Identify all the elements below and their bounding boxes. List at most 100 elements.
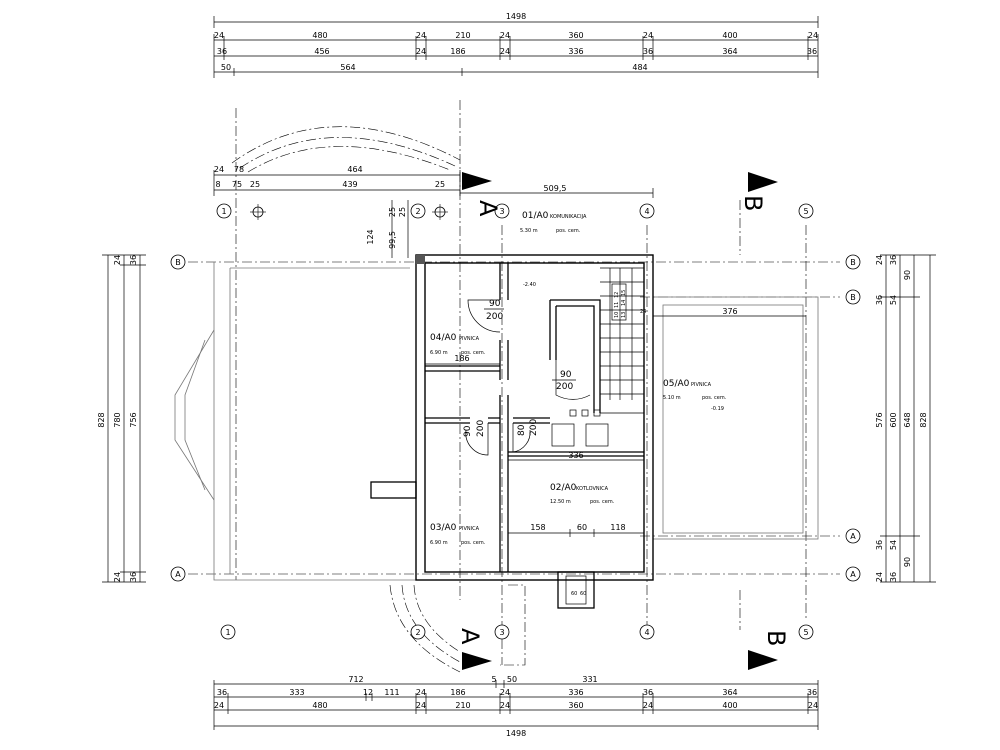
level-marker-2: -0.19 <box>711 406 724 412</box>
svg-text:PIVNICA: PIVNICA <box>691 382 712 388</box>
top-dimension-chains <box>213 16 819 78</box>
svg-text:5: 5 <box>491 675 496 684</box>
svg-text:36: 36 <box>875 295 884 305</box>
svg-text:712: 712 <box>348 675 363 684</box>
svg-text:36: 36 <box>129 572 138 582</box>
dim-336-inner: 336 <box>568 451 583 460</box>
stair-step-labels: 10 11 12 13 14 15 <box>614 290 627 318</box>
svg-text:A: A <box>850 532 856 541</box>
svg-text:25: 25 <box>388 207 397 217</box>
room-03-label: 03/A0 PIVNICA 6.90 m pos. cem. <box>430 523 486 546</box>
boiler-units <box>551 409 609 447</box>
dim-segment-row: 158 60 118 <box>530 523 625 532</box>
svg-text:04/A0: 04/A0 <box>430 333 457 343</box>
svg-text:24: 24 <box>214 701 224 710</box>
room-02-label: 02/A0 KOTLOVNICA 12.50 m pos. cem. <box>550 483 615 505</box>
svg-text:12.50 m: 12.50 m <box>550 499 571 505</box>
svg-text:24: 24 <box>643 701 653 710</box>
svg-text:90: 90 <box>903 270 912 280</box>
svg-text:200: 200 <box>556 382 573 392</box>
room-04-label: 04/A0 PIVNICA 6.90 m pos. cem. <box>430 333 486 356</box>
svg-text:336: 336 <box>568 47 583 56</box>
left-dimension-chains <box>102 254 146 583</box>
svg-text:360: 360 <box>568 31 583 40</box>
svg-text:13: 13 <box>621 312 627 318</box>
svg-text:210: 210 <box>455 701 470 710</box>
dim-overall-bottom: 1498 <box>506 729 526 738</box>
svg-text:A: A <box>175 570 181 579</box>
svg-text:24: 24 <box>875 572 884 582</box>
svg-text:90: 90 <box>489 299 501 309</box>
svg-text:24: 24 <box>113 255 122 265</box>
svg-text:24: 24 <box>500 688 510 697</box>
svg-text:1: 1 <box>221 207 226 216</box>
axis-bubbles-top: 1 2 3 4 5 <box>216 203 814 219</box>
dim-186-inner: 186 <box>454 354 469 363</box>
svg-text:3: 3 <box>499 207 504 216</box>
svg-text:5.10 m: 5.10 m <box>663 395 681 401</box>
dim-left-values: 828 780 756 24 36 24 36 <box>97 255 138 582</box>
svg-text:4: 4 <box>644 207 649 216</box>
dim-bottom-row2: 36 333 12 111 24 186 24 336 36 364 36 <box>217 688 817 697</box>
svg-text:24: 24 <box>214 31 224 40</box>
svg-text:B: B <box>762 630 790 646</box>
svg-text:24: 24 <box>500 701 510 710</box>
svg-text:54: 54 <box>889 540 898 550</box>
svg-text:6.90 m: 6.90 m <box>430 540 448 546</box>
svg-text:480: 480 <box>312 701 327 710</box>
window-dim-60b: 60 <box>580 591 586 597</box>
svg-text:4: 4 <box>644 628 649 637</box>
svg-text:14: 14 <box>621 300 627 306</box>
dim-376-terrace: 376 <box>722 307 737 316</box>
svg-text:11: 11 <box>614 302 620 308</box>
dim-top-row2: 36 456 24 186 24 336 36 364 36 <box>217 47 817 56</box>
svg-text:6.90 m: 6.90 m <box>430 350 448 356</box>
svg-text:186: 186 <box>450 47 465 56</box>
staircase <box>600 267 645 414</box>
svg-text:24: 24 <box>643 31 653 40</box>
svg-text:50: 50 <box>221 63 231 72</box>
svg-text:2: 2 <box>415 628 420 637</box>
right-dimension-chains <box>880 254 936 583</box>
building-walls <box>370 254 654 609</box>
svg-text:B: B <box>739 195 767 211</box>
section-marker-b-bottom: B <box>748 630 790 670</box>
svg-text:12: 12 <box>363 688 373 697</box>
svg-text:3: 3 <box>499 628 504 637</box>
upper-left-dimensions <box>213 170 654 258</box>
section-marker-a-bottom: A <box>456 628 492 670</box>
svg-text:25: 25 <box>398 207 407 217</box>
svg-text:158: 158 <box>530 523 545 532</box>
dim-right-small: 24 36 24 36 <box>875 255 898 582</box>
svg-text:464: 464 <box>347 165 362 174</box>
svg-text:780: 780 <box>113 412 122 427</box>
terrace-outlines <box>174 262 819 581</box>
svg-text:90: 90 <box>903 557 912 567</box>
svg-text:03/A0: 03/A0 <box>430 523 457 533</box>
svg-text:pos. cem.: pos. cem. <box>461 350 486 356</box>
svg-text:36: 36 <box>889 255 898 265</box>
svg-text:A: A <box>456 628 484 645</box>
svg-text:400: 400 <box>722 31 737 40</box>
svg-text:36: 36 <box>217 688 227 697</box>
svg-text:B: B <box>850 258 856 267</box>
svg-text:5.30 m: 5.30 m <box>520 228 538 234</box>
bottom-dimension-chains <box>213 680 819 730</box>
dim-top-row3: 50 564 484 <box>221 63 648 72</box>
room-05-label: 05/A0 PIVNICA 5.10 m pos. cem. <box>663 379 727 401</box>
dim-509: 509,5 <box>544 184 567 193</box>
svg-text:90: 90 <box>463 425 473 437</box>
svg-text:24: 24 <box>416 31 426 40</box>
svg-text:24: 24 <box>416 701 426 710</box>
svg-text:564: 564 <box>340 63 355 72</box>
door-labels: 90 200 90 200 90 200 80 200 <box>463 299 576 437</box>
svg-text:24: 24 <box>416 47 426 56</box>
svg-text:648: 648 <box>903 412 912 427</box>
svg-text:1: 1 <box>225 628 230 637</box>
svg-text:24: 24 <box>500 31 510 40</box>
column-markers <box>250 204 448 220</box>
svg-text:36: 36 <box>807 688 817 697</box>
svg-text:KOTLOVNICA: KOTLOVNICA <box>576 486 609 492</box>
dim-right-mid: 54 600 54 <box>889 295 898 550</box>
